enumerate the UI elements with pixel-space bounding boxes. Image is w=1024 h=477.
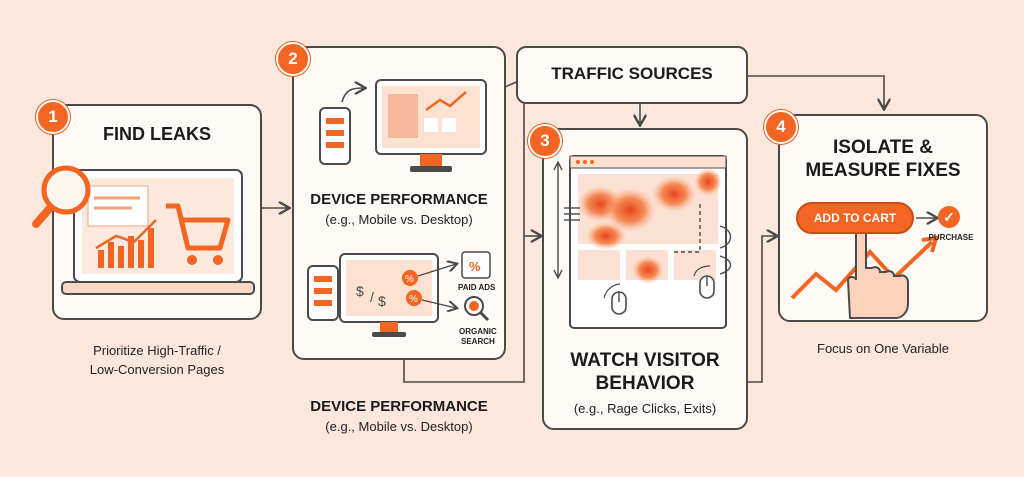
arrow-to-purchase <box>916 210 944 226</box>
svg-text:%: % <box>409 294 418 305</box>
step3-title-line1: WATCH VISITOR <box>570 350 720 371</box>
growth-hand-illustration <box>790 224 939 319</box>
add-to-cart-button[interactable]: ADD TO CART <box>796 202 914 234</box>
purchase-label: PURCHASE <box>928 233 974 242</box>
step1-caption-line2: Low-Conversion Pages <box>89 362 225 377</box>
svg-text:$: $ <box>378 293 386 309</box>
line-step3-to-step4 <box>748 236 776 383</box>
devices-illustration <box>319 79 487 172</box>
organic-search-label-line1: ORGANIC <box>459 327 497 336</box>
bottom-device-performance-title: DEVICE PERFORMANCE <box>310 398 488 415</box>
step2-subtitle: (e.g., Mobile vs. Desktop) <box>325 212 473 227</box>
step3-subtitle: (e.g., Rage Clicks, Exits) <box>573 401 717 416</box>
checkmark-icon: ✓ <box>938 206 960 228</box>
step3-badge: 3 <box>528 124 562 158</box>
step2-title: DEVICE PERFORMANCE <box>310 191 488 208</box>
traffic-channels-illustration: $ / $ % % % PAID ADS ORGANIC SEARCH <box>307 251 497 346</box>
line-traffic-to-step4 <box>748 75 884 108</box>
svg-text:%: % <box>469 259 481 274</box>
laptop-analytics-illustration <box>32 165 255 295</box>
step3-title-line2: BEHAVIOR <box>595 373 695 394</box>
step4-title-line2: MEASURE FIXES <box>805 160 961 181</box>
bottom-device-performance-subtitle: (e.g., Mobile vs. Desktop) <box>325 419 473 434</box>
step4-caption: Focus on One Variable <box>817 341 949 356</box>
svg-text:$: $ <box>356 283 364 299</box>
traffic-sources-box <box>516 46 748 104</box>
step2-badge: 2 <box>276 42 310 76</box>
step4-title-line1: ISOLATE & <box>833 137 933 158</box>
paid-ads-label: PAID ADS <box>458 283 496 292</box>
traffic-sources-title: TRAFFIC SOURCES <box>551 64 713 83</box>
step4-badge: 4 <box>764 110 798 144</box>
step1-title: FIND LEAKS <box>103 124 211 144</box>
heatmap-page-illustration <box>553 155 732 329</box>
step1-caption-line1: Prioritize High-Traffic / <box>93 343 221 358</box>
svg-text:/: / <box>370 289 374 305</box>
step1-badge: 1 <box>36 100 70 134</box>
svg-text:%: % <box>405 274 414 285</box>
organic-search-label-line2: SEARCH <box>461 337 495 346</box>
